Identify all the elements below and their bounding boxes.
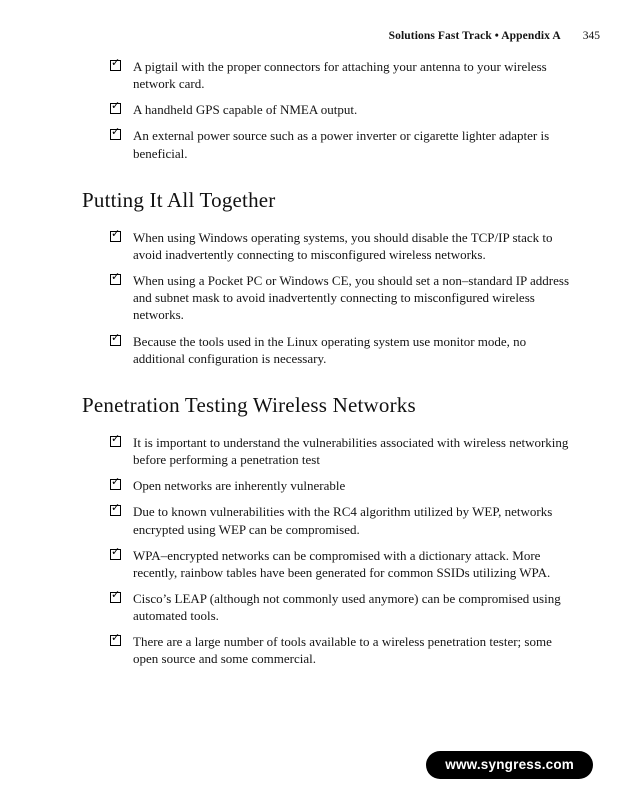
check-icon: ✓ xyxy=(111,226,121,240)
list-item-text: An external power source such as a power… xyxy=(133,128,550,161)
list-item: ✓ There are a large number of tools avai… xyxy=(110,631,572,667)
list-item-text: WPA–encrypted networks can be compromise… xyxy=(133,547,551,580)
list-item-text: Because the tools used in the Linux oper… xyxy=(133,333,527,366)
checklist: ✓ It is important to understand the vuln… xyxy=(110,431,572,668)
checked-checkbox-icon: ✓ xyxy=(110,501,121,517)
check-icon: ✓ xyxy=(111,125,121,139)
check-icon: ✓ xyxy=(111,587,121,601)
check-icon: ✓ xyxy=(111,544,121,558)
checked-checkbox-icon: ✓ xyxy=(110,587,121,603)
running-head-title: Solutions Fast Track • Appendix A xyxy=(388,30,561,42)
checked-checkbox-icon: ✓ xyxy=(110,544,121,560)
page-number: 345 xyxy=(582,30,600,42)
section-heading: Penetration Testing Wireless Networks xyxy=(82,392,416,417)
section-continuation: ✓ A pigtail with the proper connectors f… xyxy=(82,56,572,162)
check-icon: ✓ xyxy=(111,631,121,645)
section-penetration-testing: Penetration Testing Wireless Networks ✓ … xyxy=(82,393,572,668)
check-icon: ✓ xyxy=(111,270,121,284)
publisher-url-badge: www.syngress.com xyxy=(427,752,592,778)
checked-checkbox-icon: ✓ xyxy=(110,431,121,447)
checklist: ✓ When using Windows operating systems, … xyxy=(110,226,572,367)
list-item: ✓ When using a Pocket PC or Windows CE, … xyxy=(110,270,572,323)
list-item-text: When using Windows operating systems, yo… xyxy=(133,229,553,262)
list-item: ✓ Cisco’s LEAP (although not commonly us… xyxy=(110,587,572,624)
list-item-text: It is important to understand the vulner… xyxy=(133,434,569,468)
page-content: ✓ A pigtail with the proper connectors f… xyxy=(82,56,572,677)
list-item-text: Cisco’s LEAP (although not commonly used… xyxy=(133,590,561,624)
list-item: ✓ When using Windows operating systems, … xyxy=(110,226,572,263)
check-icon: ✓ xyxy=(111,99,121,113)
checked-checkbox-icon: ✓ xyxy=(110,270,121,286)
list-item: ✓ A handheld GPS capable of NMEA output. xyxy=(110,99,572,118)
checked-checkbox-icon: ✓ xyxy=(110,226,121,242)
running-header: Solutions Fast Track • Appendix A 345 xyxy=(389,30,600,42)
checked-checkbox-icon: ✓ xyxy=(110,56,121,71)
list-item: ✓ Due to known vulnerabilities with the … xyxy=(110,501,572,537)
check-icon: ✓ xyxy=(111,56,121,69)
list-item-text: Open networks are inherently vulnerable xyxy=(133,478,346,494)
list-item-text: A pigtail with the proper connectors for… xyxy=(133,59,547,92)
list-item: ✓ An external power source such as a pow… xyxy=(110,125,572,161)
checked-checkbox-icon: ✓ xyxy=(110,330,121,346)
list-item-text: A handheld GPS capable of NMEA output. xyxy=(133,102,358,118)
check-icon: ✓ xyxy=(111,330,121,344)
checked-checkbox-icon: ✓ xyxy=(110,631,121,647)
checked-checkbox-icon: ✓ xyxy=(110,99,121,115)
section-putting-it-all-together: Putting It All Together ✓ When using Win… xyxy=(82,188,572,367)
list-item: ✓ It is important to understand the vuln… xyxy=(110,431,572,468)
check-icon: ✓ xyxy=(111,475,121,489)
list-item: ✓ WPA–encrypted networks can be compromi… xyxy=(110,544,572,581)
checked-checkbox-icon: ✓ xyxy=(110,475,121,491)
list-item-text: There are a large number of tools availa… xyxy=(133,634,552,667)
section-heading: Putting It All Together xyxy=(82,187,276,212)
list-item: ✓ Because the tools used in the Linux op… xyxy=(110,330,572,367)
check-icon: ✓ xyxy=(111,431,121,445)
checklist: ✓ A pigtail with the proper connectors f… xyxy=(110,56,572,162)
list-item: ✓ A pigtail with the proper connectors f… xyxy=(110,56,572,92)
list-item: ✓ Open networks are inherently vulnerabl… xyxy=(110,475,572,494)
check-icon: ✓ xyxy=(111,501,121,515)
list-item-text: Due to known vulnerabilities with the RC… xyxy=(133,504,553,537)
checked-checkbox-icon: ✓ xyxy=(110,125,121,141)
list-item-text: When using a Pocket PC or Windows CE, yo… xyxy=(133,273,570,323)
